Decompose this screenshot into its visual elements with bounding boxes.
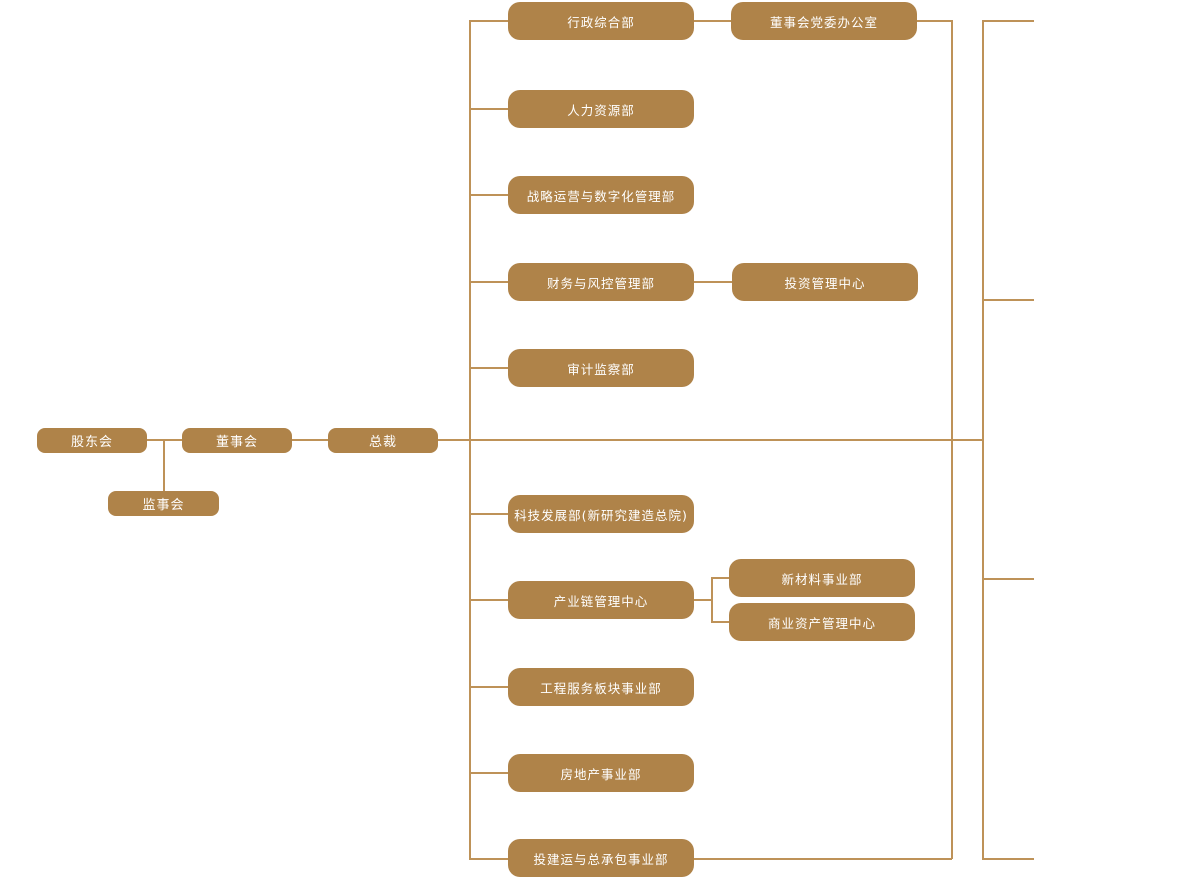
connector-line	[694, 20, 731, 22]
connector-line	[469, 20, 508, 22]
connector-line	[469, 367, 508, 369]
industry-chain-mgmt-center-node: 产业链管理中心	[508, 581, 694, 619]
new-materials-division-node: 新材料事业部	[729, 559, 915, 597]
connector-line	[469, 599, 508, 601]
connector-line	[694, 599, 712, 601]
connector-trunk	[982, 20, 984, 859]
connector-line	[469, 858, 508, 860]
connector-line	[438, 439, 983, 441]
connector-line	[694, 858, 952, 860]
connector-line	[711, 577, 729, 579]
connector-line	[469, 513, 508, 515]
board-party-committee-office-node: 董事会党委办公室	[731, 2, 917, 40]
connector-trunk	[469, 20, 471, 859]
connector-stub	[982, 858, 1034, 860]
shareholders-meeting-node: 股东会	[37, 428, 147, 453]
engineering-services-division-node: 工程服务板块事业部	[508, 668, 694, 706]
connector-line	[694, 281, 732, 283]
connector-line	[469, 772, 508, 774]
connector-line	[147, 439, 182, 441]
president-node: 总裁	[328, 428, 438, 453]
connector-line	[469, 281, 508, 283]
supervisory-board-node: 监事会	[108, 491, 219, 516]
connector-line	[711, 577, 713, 622]
hr-dept-node: 人力资源部	[508, 90, 694, 128]
finance-risk-mgmt-dept-node: 财务与风控管理部	[508, 263, 694, 301]
connector-line	[163, 440, 165, 491]
real-estate-division-node: 房地产事业部	[508, 754, 694, 792]
strategy-digital-mgmt-dept-node: 战略运营与数字化管理部	[508, 176, 694, 214]
connector-trunk	[951, 20, 953, 859]
investment-mgmt-center-node: 投资管理中心	[732, 263, 918, 301]
connector-line	[292, 439, 328, 441]
commercial-asset-mgmt-center-node: 商业资产管理中心	[729, 603, 915, 641]
connector-line	[469, 108, 508, 110]
connector-stub	[982, 299, 1034, 301]
tech-development-dept-node: 科技发展部(新研究建造总院)	[508, 495, 694, 533]
admin-general-dept-node: 行政综合部	[508, 2, 694, 40]
audit-supervision-dept-node: 审计监察部	[508, 349, 694, 387]
connector-line	[917, 20, 952, 22]
board-of-directors-node: 董事会	[182, 428, 292, 453]
connector-line	[469, 686, 508, 688]
connector-line	[469, 194, 508, 196]
connector-line	[711, 621, 729, 623]
connector-stub	[982, 578, 1034, 580]
connector-stub	[982, 20, 1034, 22]
investment-construction-epc-division-node: 投建运与总承包事业部	[508, 839, 694, 877]
